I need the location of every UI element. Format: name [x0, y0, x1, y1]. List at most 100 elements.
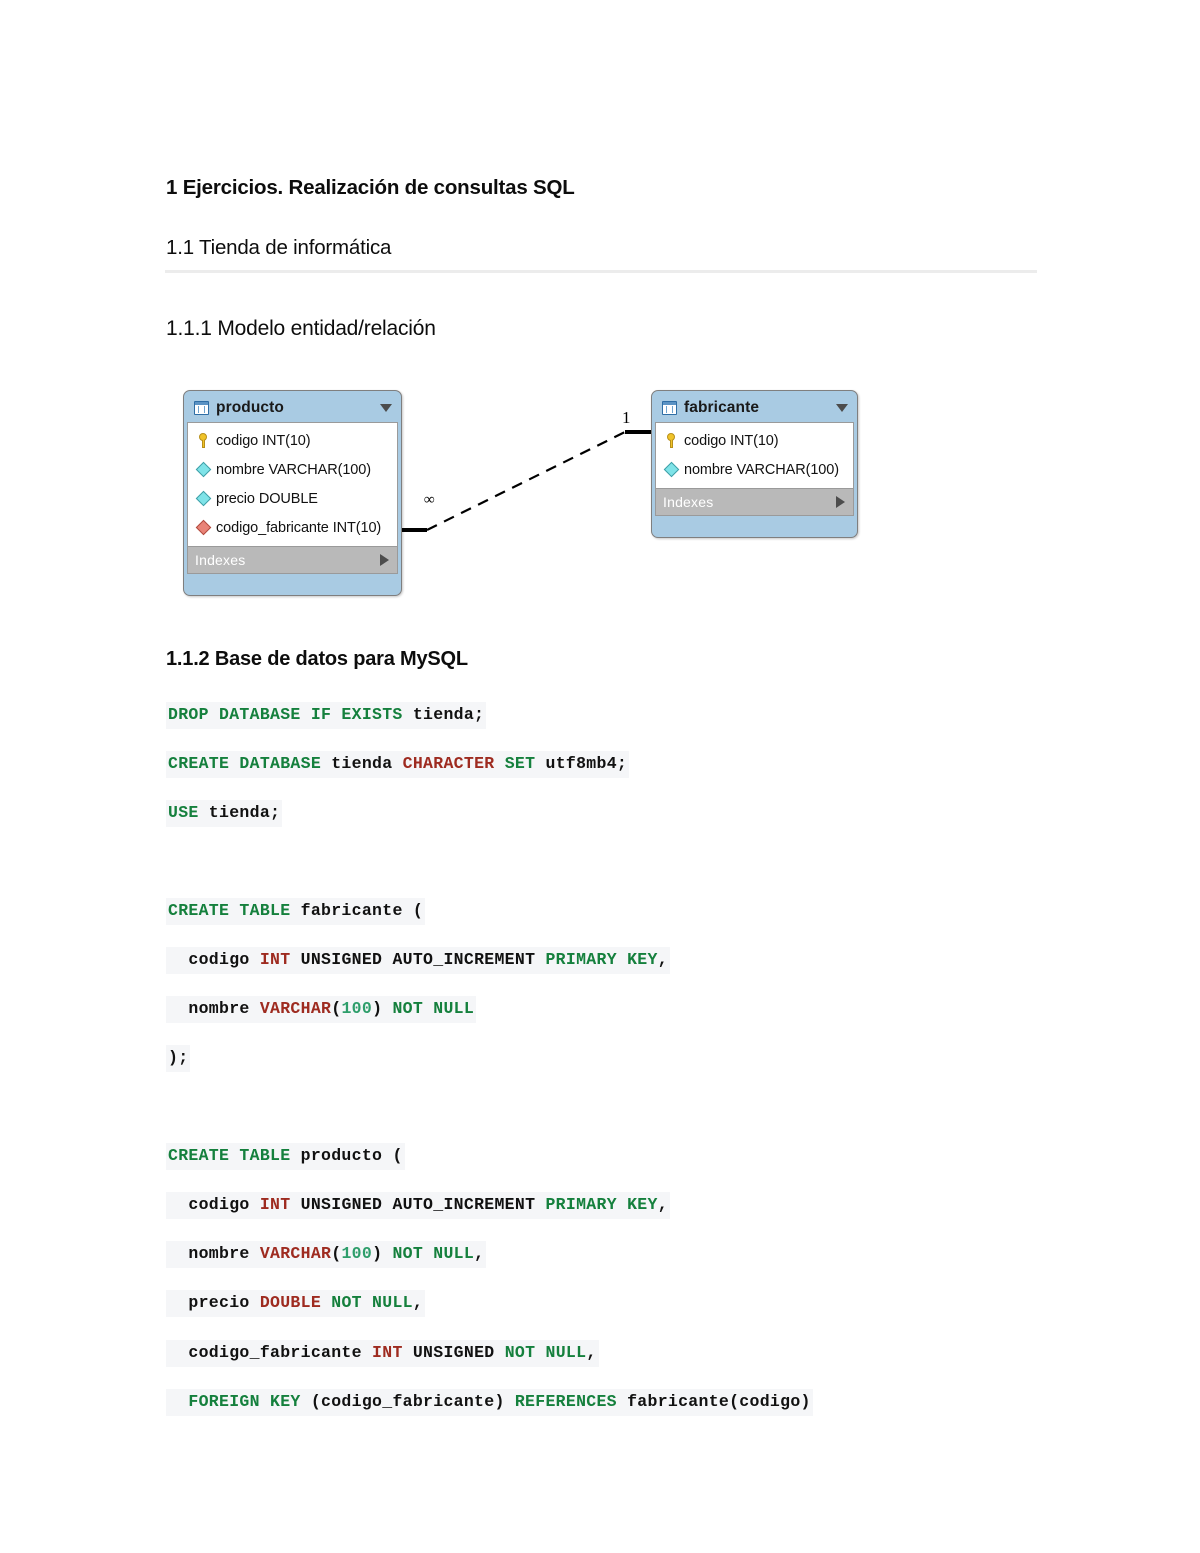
- chevron-down-icon[interactable]: [380, 404, 392, 412]
- sql-token: UNSIGNED AUTO_INCREMENT: [290, 950, 546, 969]
- sql-token: (codigo_fabricante): [300, 1392, 515, 1411]
- sql-code-line: CREATE TABLE producto (: [166, 1143, 405, 1170]
- sql-token: fabricante(codigo): [616, 1392, 811, 1411]
- sql-token: NOT NULL: [504, 1343, 587, 1362]
- er-table-fabricante[interactable]: fabricante codigo INT(10) nombre VARCHAR…: [651, 390, 858, 538]
- er-indexes-label: Indexes: [663, 494, 714, 510]
- sql-token: [321, 1293, 331, 1312]
- sql-token: VARCHAR: [259, 999, 332, 1018]
- er-field-row[interactable]: codigo INT(10): [188, 426, 397, 455]
- sql-token: PRIMARY KEY: [545, 950, 658, 969]
- sql-token: ,: [657, 1195, 668, 1214]
- column-icon: [195, 461, 211, 478]
- section-heading-1-1-1: 1.1.1 Modelo entidad/relación: [166, 317, 436, 340]
- cardinality-one: 1: [622, 408, 631, 427]
- sql-token: [168, 1392, 188, 1411]
- sql-token: ): [372, 1244, 393, 1263]
- sql-token: DOUBLE: [259, 1293, 322, 1312]
- sql-token: INT: [372, 1343, 403, 1362]
- sql-code-line: CREATE TABLE fabricante (: [166, 898, 426, 925]
- sql-code-line: USE tienda;: [166, 800, 283, 827]
- sql-token: (: [331, 1244, 342, 1263]
- er-indexes-label: Indexes: [195, 552, 246, 568]
- sql-token: producto (: [290, 1146, 403, 1165]
- sql-token: CREATE DATABASE: [168, 754, 322, 773]
- sql-token: NOT NULL: [331, 1293, 413, 1312]
- sql-code-line: DROP DATABASE IF EXISTS tienda;: [166, 702, 487, 729]
- sql-token: codigo: [168, 1195, 260, 1214]
- sql-token: ): [372, 999, 393, 1018]
- er-field-row[interactable]: codigo_fabricante INT(10): [188, 513, 397, 542]
- er-indexes-row[interactable]: Indexes: [655, 489, 854, 516]
- column-icon: [663, 461, 679, 478]
- er-field-label: codigo_fabricante INT(10): [216, 519, 382, 536]
- er-field-row[interactable]: precio DOUBLE: [188, 484, 397, 513]
- sql-code-line: nombre VARCHAR(100) NOT NULL,: [166, 1241, 487, 1268]
- sql-token: REFERENCES: [514, 1392, 617, 1411]
- sql-token: nombre: [168, 1244, 260, 1263]
- sql-token: CHARACTER: [402, 754, 495, 773]
- er-table-footer: [655, 516, 854, 534]
- table-icon: [194, 401, 209, 415]
- sql-token: CREATE TABLE: [168, 1146, 291, 1165]
- sql-code-line: nombre VARCHAR(100) NOT NULL: [166, 996, 477, 1023]
- chevron-right-icon[interactable]: [380, 554, 389, 566]
- primary-key-icon: [195, 433, 211, 448]
- sql-token: DROP DATABASE IF EXISTS: [168, 705, 403, 724]
- er-field-list: codigo INT(10) nombre VARCHAR(100): [655, 422, 854, 489]
- sql-token: nombre: [168, 999, 260, 1018]
- sql-token: PRIMARY KEY: [545, 1195, 658, 1214]
- sql-token: UNSIGNED AUTO_INCREMENT: [290, 1195, 546, 1214]
- sql-token: FOREIGN KEY: [188, 1392, 301, 1411]
- sql-token: [494, 754, 504, 773]
- sql-code-line: FOREIGN KEY (codigo_fabricante) REFERENC…: [166, 1389, 813, 1416]
- sql-code-line: codigo INT UNSIGNED AUTO_INCREMENT PRIMA…: [166, 1192, 670, 1219]
- chevron-right-icon[interactable]: [836, 496, 845, 508]
- sql-token: ,: [474, 1244, 485, 1263]
- sql-token: VARCHAR: [259, 1244, 332, 1263]
- sql-token: tienda;: [402, 705, 485, 724]
- sql-token: codigo_fabricante: [168, 1343, 373, 1362]
- er-table-name: producto: [216, 399, 284, 416]
- sql-token: tienda;: [198, 803, 281, 822]
- sql-token: codigo: [168, 950, 260, 969]
- er-indexes-row[interactable]: Indexes: [187, 547, 398, 574]
- primary-key-icon: [663, 433, 679, 448]
- er-field-list: codigo INT(10) nombre VARCHAR(100) preci…: [187, 422, 398, 547]
- sql-token: NOT NULL: [392, 999, 475, 1018]
- er-field-row[interactable]: codigo INT(10): [656, 426, 853, 455]
- sql-token: INT: [259, 1195, 291, 1214]
- er-table-producto[interactable]: producto codigo INT(10) nombre VARCHAR(1…: [183, 390, 402, 596]
- sql-token: precio: [168, 1293, 260, 1312]
- er-field-label: nombre VARCHAR(100): [216, 461, 371, 478]
- cardinality-many: ∞: [424, 492, 435, 508]
- sql-code-line: codigo INT UNSIGNED AUTO_INCREMENT PRIMA…: [166, 947, 670, 974]
- er-table-header[interactable]: fabricante: [655, 394, 854, 422]
- er-field-label: nombre VARCHAR(100): [684, 461, 839, 478]
- er-field-label: codigo INT(10): [216, 432, 311, 449]
- section-heading-1-1-2: 1.1.2 Base de datos para MySQL: [166, 648, 468, 670]
- sql-code-line: );: [166, 1045, 191, 1072]
- column-icon: [195, 490, 211, 507]
- horizontal-rule: [165, 270, 1037, 273]
- sql-token: (: [331, 999, 342, 1018]
- sql-code-line: codigo_fabricante INT UNSIGNED NOT NULL,: [166, 1340, 599, 1367]
- sql-token: CREATE TABLE: [168, 901, 291, 920]
- er-field-row[interactable]: nombre VARCHAR(100): [656, 455, 853, 484]
- foreign-key-icon: [195, 519, 211, 536]
- er-table-name: fabricante: [684, 399, 760, 416]
- sql-code-line: CREATE DATABASE tienda CHARACTER SET utf…: [166, 751, 630, 778]
- er-table-footer: [187, 574, 398, 592]
- sql-token: UNSIGNED: [402, 1343, 505, 1362]
- sql-token: ,: [412, 1293, 424, 1312]
- sql-token: INT: [259, 950, 291, 969]
- section-heading-1-1: 1.1 Tienda de informática: [166, 236, 392, 259]
- er-field-label: codigo INT(10): [684, 432, 779, 449]
- er-table-header[interactable]: producto: [187, 394, 398, 422]
- sql-token: ,: [586, 1343, 597, 1362]
- sql-token: 100: [341, 1244, 373, 1263]
- er-field-row[interactable]: nombre VARCHAR(100): [188, 455, 397, 484]
- sql-token: ,: [657, 950, 668, 969]
- chevron-down-icon[interactable]: [836, 404, 848, 412]
